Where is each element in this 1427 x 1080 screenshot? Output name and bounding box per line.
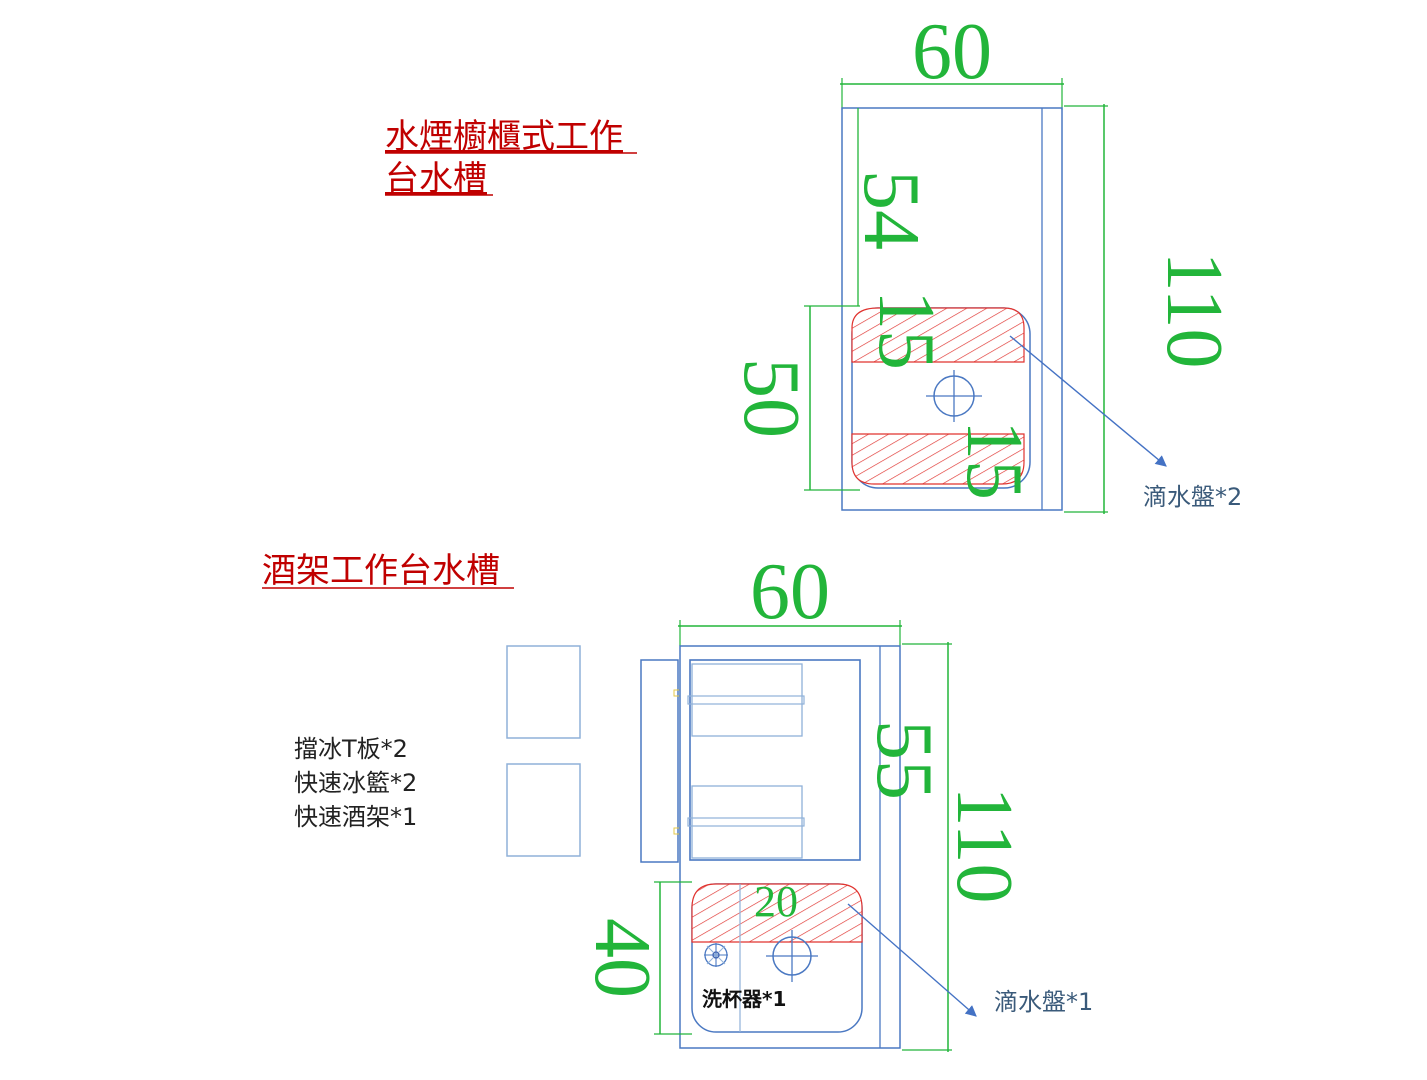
bottom-dim-sink: 40 — [578, 918, 666, 998]
accessory-item-ice-t-board: 擋冰T板*2 — [294, 735, 408, 763]
quick-ice-basket-1-lip — [687, 695, 805, 705]
quick-ice-basket-2 — [691, 785, 803, 859]
top-plan-title-line1: 水煙櫥櫃式工作 — [385, 117, 623, 157]
glass-washer-icon — [704, 943, 728, 967]
ice-board-part-2 — [506, 763, 581, 857]
top-dim-tray-bottom: 15 — [950, 420, 1038, 500]
bottom-dim-width: 60 — [750, 548, 830, 636]
bottom-drip-tray-leader — [847, 903, 977, 1017]
top-dim-depth: 110 — [1150, 251, 1238, 368]
bottom-plan: 酒架工作台水槽 60 擋冰T板*2 快速冰籃*2 快速酒架*1 110 55 — [262, 548, 1093, 1052]
top-dim-sink: 50 — [727, 358, 815, 438]
top-dim-tray-top: 15 — [862, 290, 950, 370]
bottom-cabinet-outline — [679, 645, 901, 1049]
bottom-drip-tray — [691, 883, 863, 943]
hinge-marker-bottom — [673, 827, 681, 835]
bottom-dim-tray: 20 — [754, 877, 798, 926]
bottom-plan-title: 酒架工作台水槽 — [262, 551, 500, 591]
top-drip-tray-label: 滴水盤*2 — [1143, 483, 1242, 511]
top-plan-title-line2: 台水槽 — [385, 159, 487, 199]
top-drip-tray-upper — [851, 307, 1025, 363]
top-drip-tray-leader — [1009, 335, 1167, 467]
quick-ice-basket-1 — [691, 663, 803, 737]
ice-t-board — [640, 659, 679, 863]
ice-bin — [689, 659, 861, 861]
top-dim-width: 60 — [912, 8, 992, 96]
top-drip-tray-lower — [851, 433, 1025, 485]
accessory-item-quick-ice-basket: 快速冰籃*2 — [294, 769, 417, 797]
glass-washer-label: 洗杯器*1 — [702, 987, 786, 1011]
bottom-dim-depth: 110 — [940, 786, 1028, 903]
quick-ice-basket-2-lip — [687, 817, 805, 827]
bottom-dim-upper: 55 — [860, 720, 948, 800]
ice-board-part-1 — [506, 645, 581, 739]
hinge-marker-top — [673, 689, 681, 697]
top-cabinet-outline — [841, 107, 1063, 511]
top-dim-upper: 54 — [847, 170, 935, 250]
top-plan: 水煙櫥櫃式工作 台水槽 60 110 54 50 15 15 — [385, 8, 1242, 514]
bottom-drip-tray-label: 滴水盤*1 — [994, 988, 1093, 1016]
accessory-item-quick-wine-rack: 快速酒架*1 — [294, 803, 417, 831]
